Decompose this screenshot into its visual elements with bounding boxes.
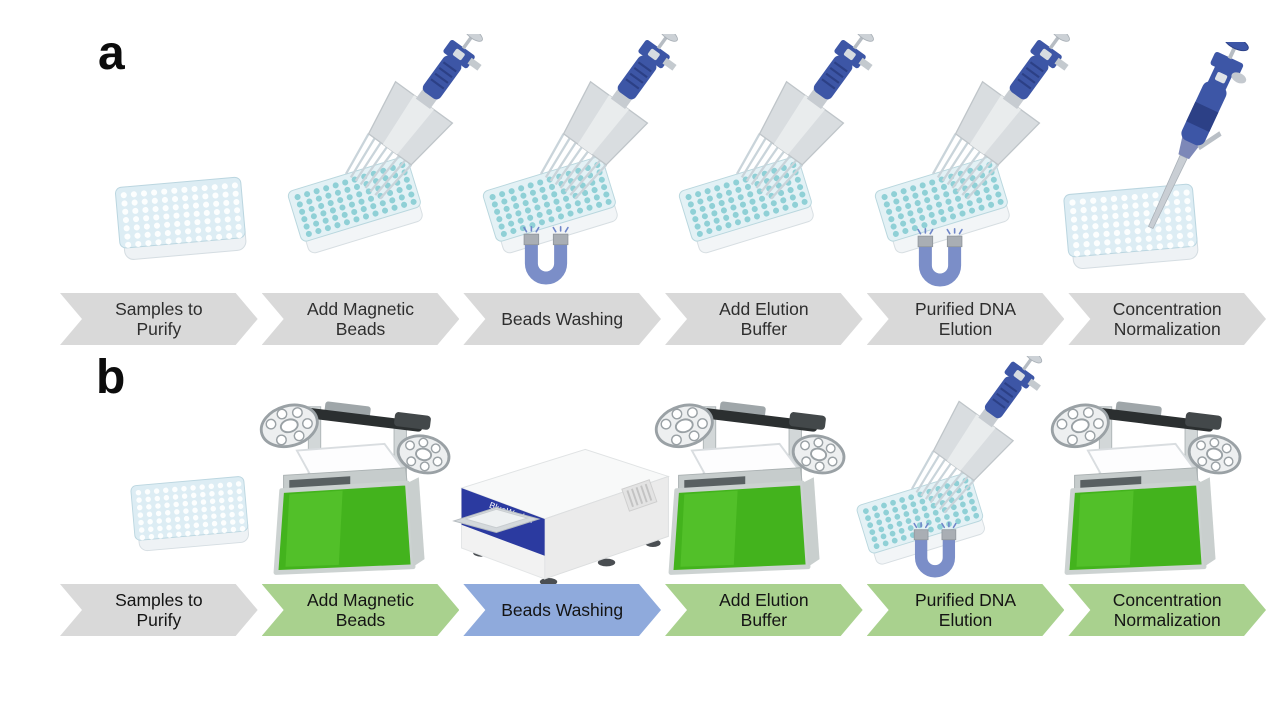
b-step-add-elution-buffer: Add Elution Buffer bbox=[665, 584, 863, 636]
step-label: Add Magnetic Beads bbox=[307, 298, 415, 339]
b-step-add-magnetic-beads: Add Magnetic Beads bbox=[262, 584, 460, 636]
step-label: Samples to Purify bbox=[115, 298, 203, 339]
step-label: Concentration Normalization bbox=[1112, 298, 1222, 339]
a-step-concentration-normalization: Concentration Normalization bbox=[1068, 293, 1266, 345]
step-label: Beads Washing bbox=[501, 599, 624, 620]
plate-washer-icon bbox=[448, 432, 680, 587]
a-step-add-elution-buffer: Add Elution Buffer bbox=[665, 293, 863, 345]
manual-workflow-band: Samples to Purify Add Magnetic Beads Bea… bbox=[60, 293, 1266, 345]
step-label: Add Elution Buffer bbox=[719, 589, 809, 630]
step-label: Samples to Purify bbox=[115, 589, 203, 630]
liquid-handler-robot-icon bbox=[650, 382, 850, 577]
b-step-beads-washing: Beads Washing bbox=[463, 584, 661, 636]
b-step-concentration-normalization: Concentration Normalization bbox=[1068, 584, 1266, 636]
magnet-icon bbox=[901, 228, 979, 296]
microplate-icon bbox=[110, 170, 252, 277]
microplate-icon bbox=[126, 470, 254, 566]
single-pipette-plate-icon bbox=[1058, 42, 1263, 286]
multichannel-pipette-plate-icon bbox=[674, 34, 879, 288]
a-step-samples-to-purify: Samples to Purify bbox=[60, 293, 258, 345]
panel-a-label: a bbox=[98, 27, 125, 80]
liquid-handler-robot-icon bbox=[255, 382, 455, 577]
magnet-icon bbox=[898, 522, 972, 587]
b-step-purified-dna-elution: Purified DNA Elution bbox=[867, 584, 1065, 636]
a-step-beads-washing: Beads Washing bbox=[463, 293, 661, 345]
step-label: Add Elution Buffer bbox=[719, 298, 809, 339]
liquid-handler-robot-icon bbox=[1046, 382, 1246, 577]
step-label: Beads Washing bbox=[501, 308, 624, 329]
automated-workflow-band: Samples to Purify Add Magnetic Beads Bea… bbox=[60, 584, 1266, 636]
a-step-purified-dna-elution: Purified DNA Elution bbox=[867, 293, 1065, 345]
step-label: Add Magnetic Beads bbox=[307, 589, 415, 630]
magnet-icon bbox=[507, 226, 585, 294]
step-label: Purified DNA Elution bbox=[914, 589, 1017, 630]
step-label: Purified DNA Elution bbox=[914, 298, 1017, 339]
a-step-add-magnetic-beads: Add Magnetic Beads bbox=[262, 293, 460, 345]
multichannel-pipette-plate-icon bbox=[283, 34, 488, 288]
panel-b-label: b bbox=[96, 351, 126, 404]
b-step-samples-to-purify: Samples to Purify bbox=[60, 584, 258, 636]
step-label: Concentration Normalization bbox=[1112, 589, 1222, 630]
